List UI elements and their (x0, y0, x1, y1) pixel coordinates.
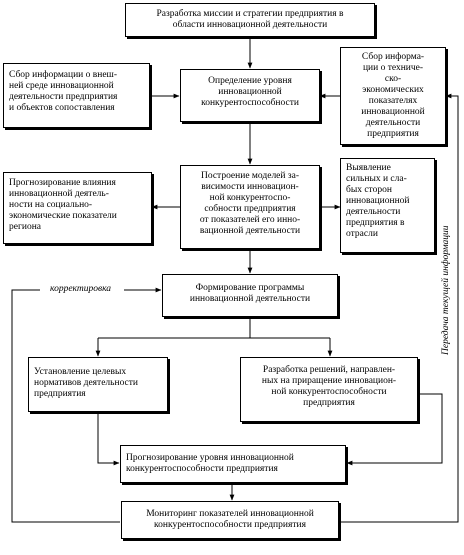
tech-info-box: Сбор информа- ции о техниче- ско- эконом… (340, 47, 446, 145)
forecast-level-box: Прогнозирование уровня инновационной кон… (120, 445, 346, 483)
strengths-box: Выявление сильных и сла- бых сторон инно… (340, 158, 435, 253)
monitoring-box: Мониторинг показателей инновационной кон… (121, 501, 339, 539)
mission-box: Разработка миссии и стратегии предприяти… (125, 3, 375, 37)
transfer-label: Передача текущей информации (441, 225, 451, 355)
env-info-box: Сбор информации о внеш- ней среде иннова… (3, 63, 150, 128)
line-correction-loop (11, 289, 120, 523)
arrow-targets-to-forecast-level (97, 412, 120, 466)
arrow-transfer-loop (340, 93, 459, 523)
correction-label: корректировка (50, 284, 112, 294)
targets-box: Установление целевых нормативов деятельн… (28, 357, 168, 412)
forecast-impact-box: Прогнозирование влияния инновационной де… (3, 172, 152, 244)
models-box: Построение моделей за- висимости инновац… (180, 165, 320, 249)
decisions-box: Разработка решений, направлен- ных на пр… (240, 357, 418, 422)
program-box: Формирование программы инновационной дея… (162, 274, 338, 317)
arrow-decisions-to-forecast-level (346, 393, 443, 466)
level-definition-box: Определение уровня инновационной конкуре… (180, 69, 320, 122)
